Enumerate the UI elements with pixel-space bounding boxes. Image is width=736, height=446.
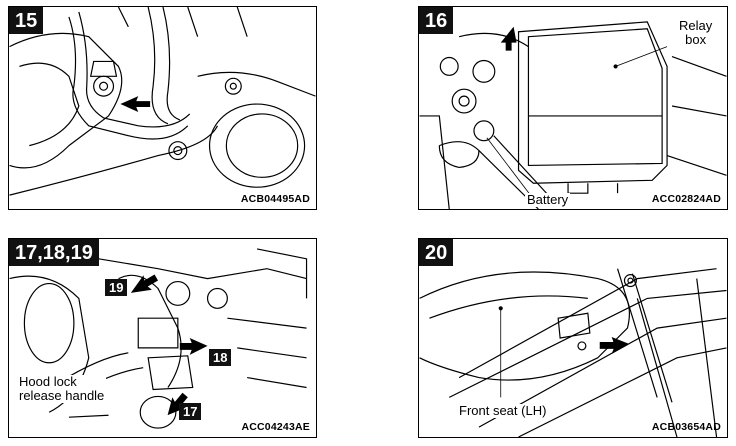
figure-code: ACB03654AD [651,421,721,433]
step-number-badge: 17,18,19 [9,239,99,266]
engine-bay-illustration [9,7,316,196]
figure-panel-17-18-19: 17,18,19 19 18 17 Hood lock release hand… [8,238,317,438]
figure-panel-20: 20 Front seat (LH) ACB03654AD [418,238,728,438]
hood-lock-illustration [9,248,308,429]
front-seat-illustration [419,268,727,437]
step-number-badge: 20 [419,239,454,266]
relay-box-illustration [419,21,727,209]
callout-18: 18 [209,349,232,366]
step-number-badge: 16 [419,7,454,34]
callout-17: 17 [179,403,202,420]
front-seat-label: Front seat (LH) [457,403,549,418]
battery-label: Battery [525,192,571,207]
hood-lock-label: Hood lock release handle [17,374,107,403]
relay-box-label: Relay box [677,18,715,47]
figure-code: ACB04495AD [240,193,310,205]
step-number-badge: 15 [9,7,44,34]
figure-panel-16: 16 Relay box Battery ACC02824AD [418,6,728,210]
figure-panel-15: 15 ACB04495AD [8,6,317,210]
figure-code: ACC04243AE [241,421,310,433]
figure-code: ACC02824AD [651,193,721,205]
callout-19: 19 [105,279,128,296]
